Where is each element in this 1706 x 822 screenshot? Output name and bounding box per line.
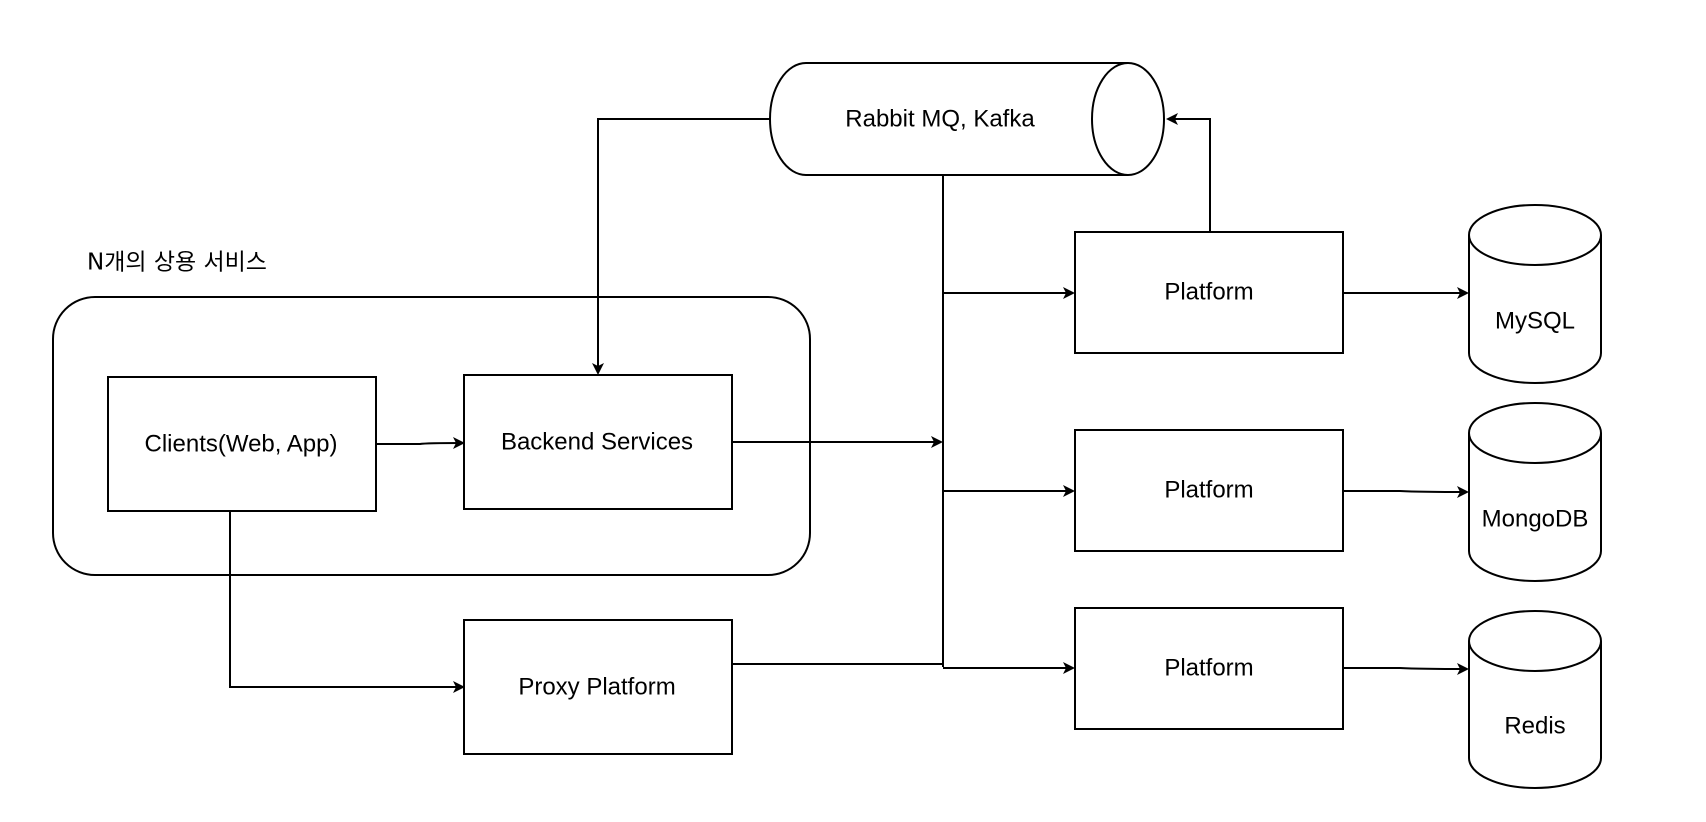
edge-platform-3-to-redis [1343, 662, 1469, 675]
proxy-platform-node: Proxy Platform [463, 619, 733, 755]
platform-3-label: Platform [1164, 654, 1253, 681]
platform-2-label: Platform [1164, 476, 1253, 503]
edge-clients-to-proxy [229, 511, 465, 693]
mongodb-label: MongoDB [1482, 505, 1589, 532]
backend-services-node: Backend Services [463, 374, 733, 510]
clients-node: Clients(Web, App) [107, 376, 377, 512]
edge-queue-to-backend [592, 118, 771, 375]
platform-1-label: Platform [1164, 278, 1253, 305]
platform-3-node: Platform [1074, 607, 1344, 730]
group-title: N개의 상용 서비스 [87, 250, 267, 276]
backend-services-label: Backend Services [501, 428, 693, 455]
edge-clients-to-backend [376, 437, 465, 450]
queue-node: Rabbit MQ, Kafka [769, 62, 1165, 176]
edge-platform-2-to-mongodb [1343, 485, 1469, 498]
redis-label: Redis [1504, 712, 1565, 739]
mongodb-database-node: MongoDB [1468, 402, 1602, 582]
edge-platform-1-to-queue [1166, 113, 1211, 232]
platform-2-node: Platform [1074, 429, 1344, 552]
queue-label: Rabbit MQ, Kafka [845, 105, 1035, 132]
mysql-database-node: MySQL [1468, 204, 1602, 384]
mysql-label: MySQL [1495, 307, 1575, 334]
proxy-platform-label: Proxy Platform [518, 673, 675, 700]
clients-label: Clients(Web, App) [145, 430, 338, 457]
redis-database-node: Redis [1468, 610, 1602, 789]
platform-1-node: Platform [1074, 231, 1344, 354]
